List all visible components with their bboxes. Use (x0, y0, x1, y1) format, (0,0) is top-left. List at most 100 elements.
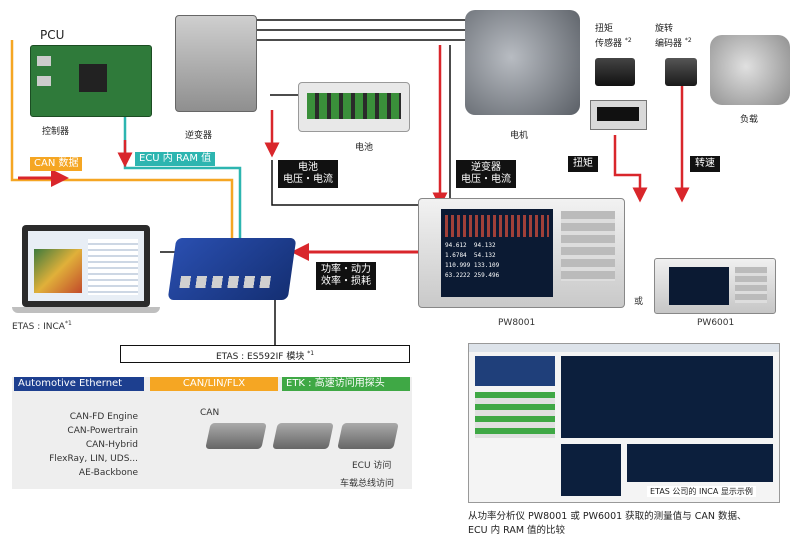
pw8001-reading: 110.999 (445, 262, 471, 269)
ecu-unit-2 (272, 423, 334, 449)
laptop-footnote: *1 (64, 320, 72, 327)
bus-item: CAN-FD Engine (69, 412, 138, 422)
pw8001-instrument: 94.612 94.132 1.6784 54.132 110.999 133.… (418, 198, 625, 308)
laptop-screen-table (88, 239, 138, 295)
module-footnote: *1 (307, 350, 315, 357)
torque-line (613, 135, 648, 203)
torque-sensor-label: 扭矩传感器 *2 (595, 24, 632, 50)
battery-vi-feed (271, 160, 420, 206)
bus-item: FlexRay, LIN, UDS... (49, 454, 138, 464)
pw8001-reading: 54.132 (473, 252, 496, 259)
battery-label: 电池 (355, 143, 374, 153)
pw8001-reading: 94.132 (473, 242, 496, 249)
inverter-label: 逆变器 (185, 131, 213, 141)
pw8001-reading: 133.109 (473, 262, 500, 269)
pw8001-waveform (445, 215, 549, 237)
torque-sensor-label-2: 传感器 (595, 39, 623, 49)
pw8001-screen: 94.612 94.132 1.6784 54.132 110.999 133.… (441, 209, 553, 297)
inverter-vi-label: 逆变器电压・电流 (456, 160, 516, 188)
laptop-screen-plot (34, 249, 82, 293)
battery-vi-line1: 电池 (298, 162, 318, 173)
pw8001-keypad (561, 211, 615, 281)
inca-bars (475, 392, 555, 438)
inca-plot-main (561, 356, 773, 438)
can-data-label: CAN 数据 (30, 157, 83, 171)
pw8001-reading: 94.612 (445, 242, 467, 249)
torque-sensor-footnote: *2 (624, 37, 632, 44)
or-label: 或 (634, 297, 644, 307)
pw6001-label: PW6001 (697, 318, 735, 328)
controller-board (30, 45, 152, 117)
torque-display-unit (590, 100, 647, 130)
inca-plot-top (475, 356, 555, 386)
inca-toolbar (469, 344, 779, 352)
description-line2: ECU 内 RAM 值的比较 (468, 525, 566, 536)
inverter-vi-line2: 电压・电流 (461, 174, 511, 185)
controller-label: 控制器 (42, 127, 70, 137)
ecu-unit-3 (337, 423, 399, 449)
encoder-label: 旋转编码器 *2 (655, 24, 692, 50)
laptop-screen (28, 231, 144, 301)
module-label: ETAS : ES592IF 模块 (215, 352, 305, 362)
pw8001-label: PW8001 (498, 318, 536, 328)
torque-label: 扭矩 (568, 156, 598, 172)
laptop (22, 225, 150, 307)
battery-cells (307, 93, 401, 119)
pw6001-instrument (654, 258, 776, 314)
pw8001-readings: 94.612 94.132 1.6784 54.132 110.999 133.… (445, 241, 549, 281)
pw8001-reading: 259.496 (473, 272, 500, 279)
inca-screenshot: ETAS 公司的 INCA 显示示例 (468, 343, 780, 503)
torque-sensor-label-1: 扭矩 (595, 24, 614, 34)
inca-plot-bottom-1 (561, 444, 621, 496)
bus-item: CAN-Hybrid (85, 440, 138, 450)
controller-chip (79, 64, 107, 92)
ecu-ram-line (123, 105, 242, 240)
ecu-ram-label: ECU 内 RAM 值 (135, 152, 216, 166)
power-efficiency-label: 功率・动力效率・损耗 (316, 262, 376, 290)
pcu-title: PCU (40, 28, 65, 42)
etk-tag: ETK : 高速访问用探头 (282, 377, 410, 391)
encoder-label-2: 编码器 (655, 39, 683, 49)
es592if-module-bar: ETAS : ES592IF 模块 *1 (120, 345, 410, 363)
laptop-label-text: ETAS : INCA (12, 322, 65, 332)
pw6001-screen (669, 267, 729, 305)
laptop-base (12, 307, 160, 313)
module-ports (179, 276, 272, 288)
inverter-image (175, 15, 257, 112)
load-image (710, 35, 790, 105)
load-label: 负载 (740, 115, 759, 125)
speed-label: 转速 (690, 156, 720, 172)
pw8001-reading: 63.2222 (445, 272, 471, 279)
laptop-label: ETAS : INCA*1 (12, 320, 72, 332)
controller-port (37, 76, 51, 86)
bus-item: AE-Backbone (78, 468, 138, 478)
can-lin-flx-tag: CAN/LIN/FLX (150, 377, 278, 391)
power-line1: 功率・动力 (321, 264, 371, 275)
bus-access-label: 车载总线访问 (340, 479, 395, 489)
ecu-unit-1 (205, 423, 267, 449)
bus-list: CAN-FD Engine CAN-Powertrain CAN-Hybrid … (20, 410, 138, 480)
can-line (10, 40, 234, 240)
inca-plot-bottom-2 (627, 444, 773, 482)
pw8001-reading: 1.6784 (445, 252, 467, 259)
pw6001-keypad (735, 267, 767, 303)
automotive-ethernet-tag: Automotive Ethernet (14, 377, 144, 391)
controller-port (37, 56, 51, 66)
es592if-module (167, 238, 297, 300)
description-line1: 从功率分析仪 PW8001 或 PW6001 获取的测量值与 CAN 数据、 (468, 511, 747, 522)
battery-image (298, 82, 410, 132)
torque-display-screen (597, 107, 639, 121)
inca-caption: ETAS 公司的 INCA 显示示例 (647, 486, 756, 497)
inverter-vi-line1: 逆变器 (471, 162, 501, 173)
power-line2: 效率・损耗 (321, 276, 371, 287)
can-label: CAN (200, 408, 220, 418)
description: 从功率分析仪 PW8001 或 PW6001 获取的测量值与 CAN 数据、 E… (468, 510, 746, 538)
encoder-footnote: *2 (684, 37, 692, 44)
battery-vi-line2: 电压・电流 (283, 174, 333, 185)
motor-image (465, 10, 580, 115)
ecu-access-label: ECU 访问 (352, 461, 392, 471)
battery-vi-label: 电池电压・电流 (278, 160, 338, 188)
encoder-label-1: 旋转 (655, 24, 674, 34)
motor-label: 电机 (510, 131, 529, 141)
torque-sensor-image (595, 58, 635, 86)
